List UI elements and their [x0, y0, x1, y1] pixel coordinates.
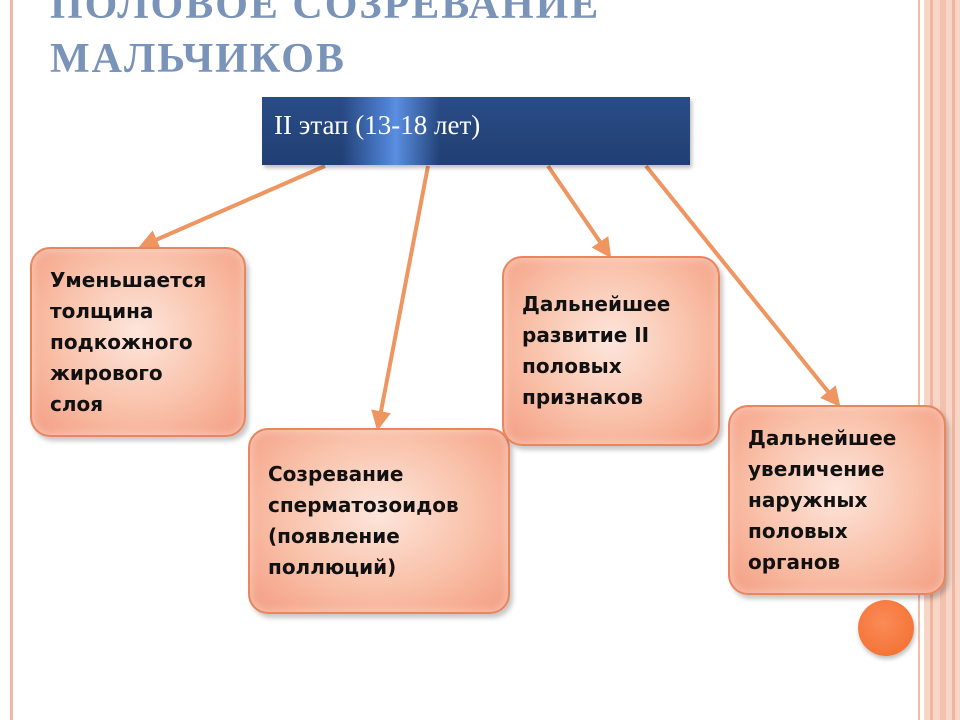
stage-highlight — [342, 97, 440, 165]
secondary-traits-box: Дальнейшее развитие II половых признаков — [502, 256, 720, 446]
stage-header: II этап (13-18 лет) — [262, 97, 690, 165]
box-text: Уменьшается толщина подкожного жирового … — [50, 267, 207, 416]
arrow-to-traits-box — [546, 164, 612, 259]
right-border-line — [918, 0, 920, 720]
sperm-maturation-box: Созревание сперматозоидов (появление пол… — [248, 428, 510, 614]
fat-thickness-box: Уменьшается толщина подкожного жирового … — [30, 247, 246, 437]
external-organs-box: Дальнейшее увеличение наружных половых о… — [728, 405, 946, 595]
left-frame-line — [10, 0, 13, 720]
right-border-line — [930, 0, 933, 720]
right-border-line — [952, 0, 955, 720]
stage-label: II этап (13-18 лет) — [274, 110, 481, 140]
arrow-to-sperm-box — [371, 165, 430, 431]
right-border-line — [940, 0, 946, 720]
slide-title: ПОЛОВОЕ СОЗРЕВАНИЕ МАЛЬЧИКОВ — [50, 0, 601, 82]
box-text: Дальнейшее увеличение наружных половых о… — [748, 425, 897, 574]
box-text: Дальнейшее развитие II половых признаков — [522, 292, 671, 409]
arrow-to-organs-box — [644, 164, 841, 408]
arrow-to-fat-box — [138, 164, 326, 249]
accent-circle — [858, 600, 914, 656]
box-text: Созревание сперматозоидов (появление пол… — [268, 462, 459, 579]
